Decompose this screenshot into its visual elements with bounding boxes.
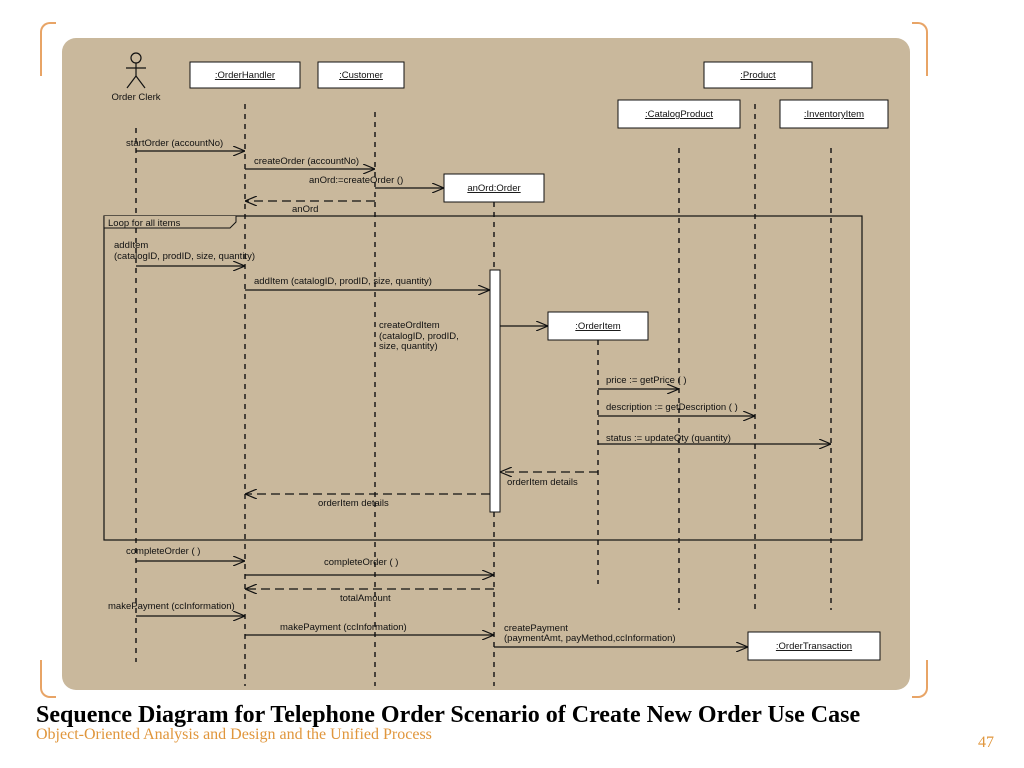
object-customer: :Customer [317,61,405,89]
object-label: anOrd:Order [467,183,520,194]
object-label: :CatalogProduct [645,109,713,120]
object-label: :OrderItem [575,321,620,332]
message-label-get-price: price := getPrice ( ) [606,375,687,386]
corner-bracket-top-right [912,22,928,76]
message-label-start-order: startOrder (accountNo) [126,138,223,149]
object-label: :InventoryItem [804,109,864,120]
slide-caption: Sequence Diagram for Telephone Order Sce… [36,702,861,728]
message-label-order-item-details-1: orderItem details [507,477,578,488]
message-label-create-payment-2: (paymentAmt, payMethod,ccInformation) [504,633,676,644]
message-label-create-ord-item-1: createOrdItem [379,320,440,331]
actor-label: Order Clerk [111,92,160,103]
object-an-ord-order: anOrd:Order [443,173,545,203]
message-label-order-item-details-2: orderItem details [318,498,389,509]
object-label: :Customer [339,70,383,81]
object-order-handler: :OrderHandler [189,61,301,89]
message-label-create-payment-1: createPayment [504,623,568,634]
actor-order-clerk: Order Clerk [111,52,161,103]
message-label-add-item-handler: addItem (catalogID, prodID, size, quanti… [254,276,432,287]
message-label-an-ord-create: anOrd:=createOrder () [309,175,403,186]
message-label-create-ord-item-3: size, quantity) [379,341,438,352]
object-label: :OrderHandler [215,70,275,81]
corner-bracket-top-left [40,22,56,76]
stick-figure-icon [126,52,146,89]
footer-course-title: Object-Oriented Analysis and Design and … [36,726,432,743]
activation-bar [489,269,501,513]
message-label-total-amount: totalAmount [340,593,391,604]
loop-frame: Loop for all items [103,215,863,541]
message-label-make-payment-clerk: makePayment (ccInformation) [108,601,235,612]
object-product: :Product [703,61,813,89]
message-label-an-ord-return: anOrd [292,204,318,215]
message-label-add-item-1: addItem [114,240,148,251]
object-order-transaction: :OrderTransaction [747,631,881,661]
message-label-complete-order-handler: completeOrder ( ) [324,557,398,568]
object-catalog-product: :CatalogProduct [617,99,741,129]
page-number: 47 [978,734,994,751]
message-label-complete-order-clerk: completeOrder ( ) [126,546,200,557]
sequence-diagram: Order Clerk :OrderHandler :Customer :Pro… [103,52,889,686]
object-order-item: :OrderItem [547,311,649,341]
message-label-update-qty: status := updateQty (quantity) [606,433,731,444]
object-inventory-item: :InventoryItem [779,99,889,129]
corner-bracket-bottom-right [912,660,928,698]
message-label-create-ord-item-2: (catalogID, prodID, [379,331,459,342]
message-label-make-payment-handler: makePayment (ccInformation) [280,622,407,633]
object-label: :OrderTransaction [776,641,852,652]
object-label: :Product [740,70,776,81]
message-label-get-description: description := getDescription ( ) [606,402,738,413]
diagram-panel [62,38,910,690]
message-label-create-order: createOrder (accountNo) [254,156,359,167]
corner-bracket-bottom-left [40,660,56,698]
message-label-add-item-2: (catalogID, prodID, size, quantity) [114,251,255,262]
loop-label: Loop for all items [108,218,181,229]
